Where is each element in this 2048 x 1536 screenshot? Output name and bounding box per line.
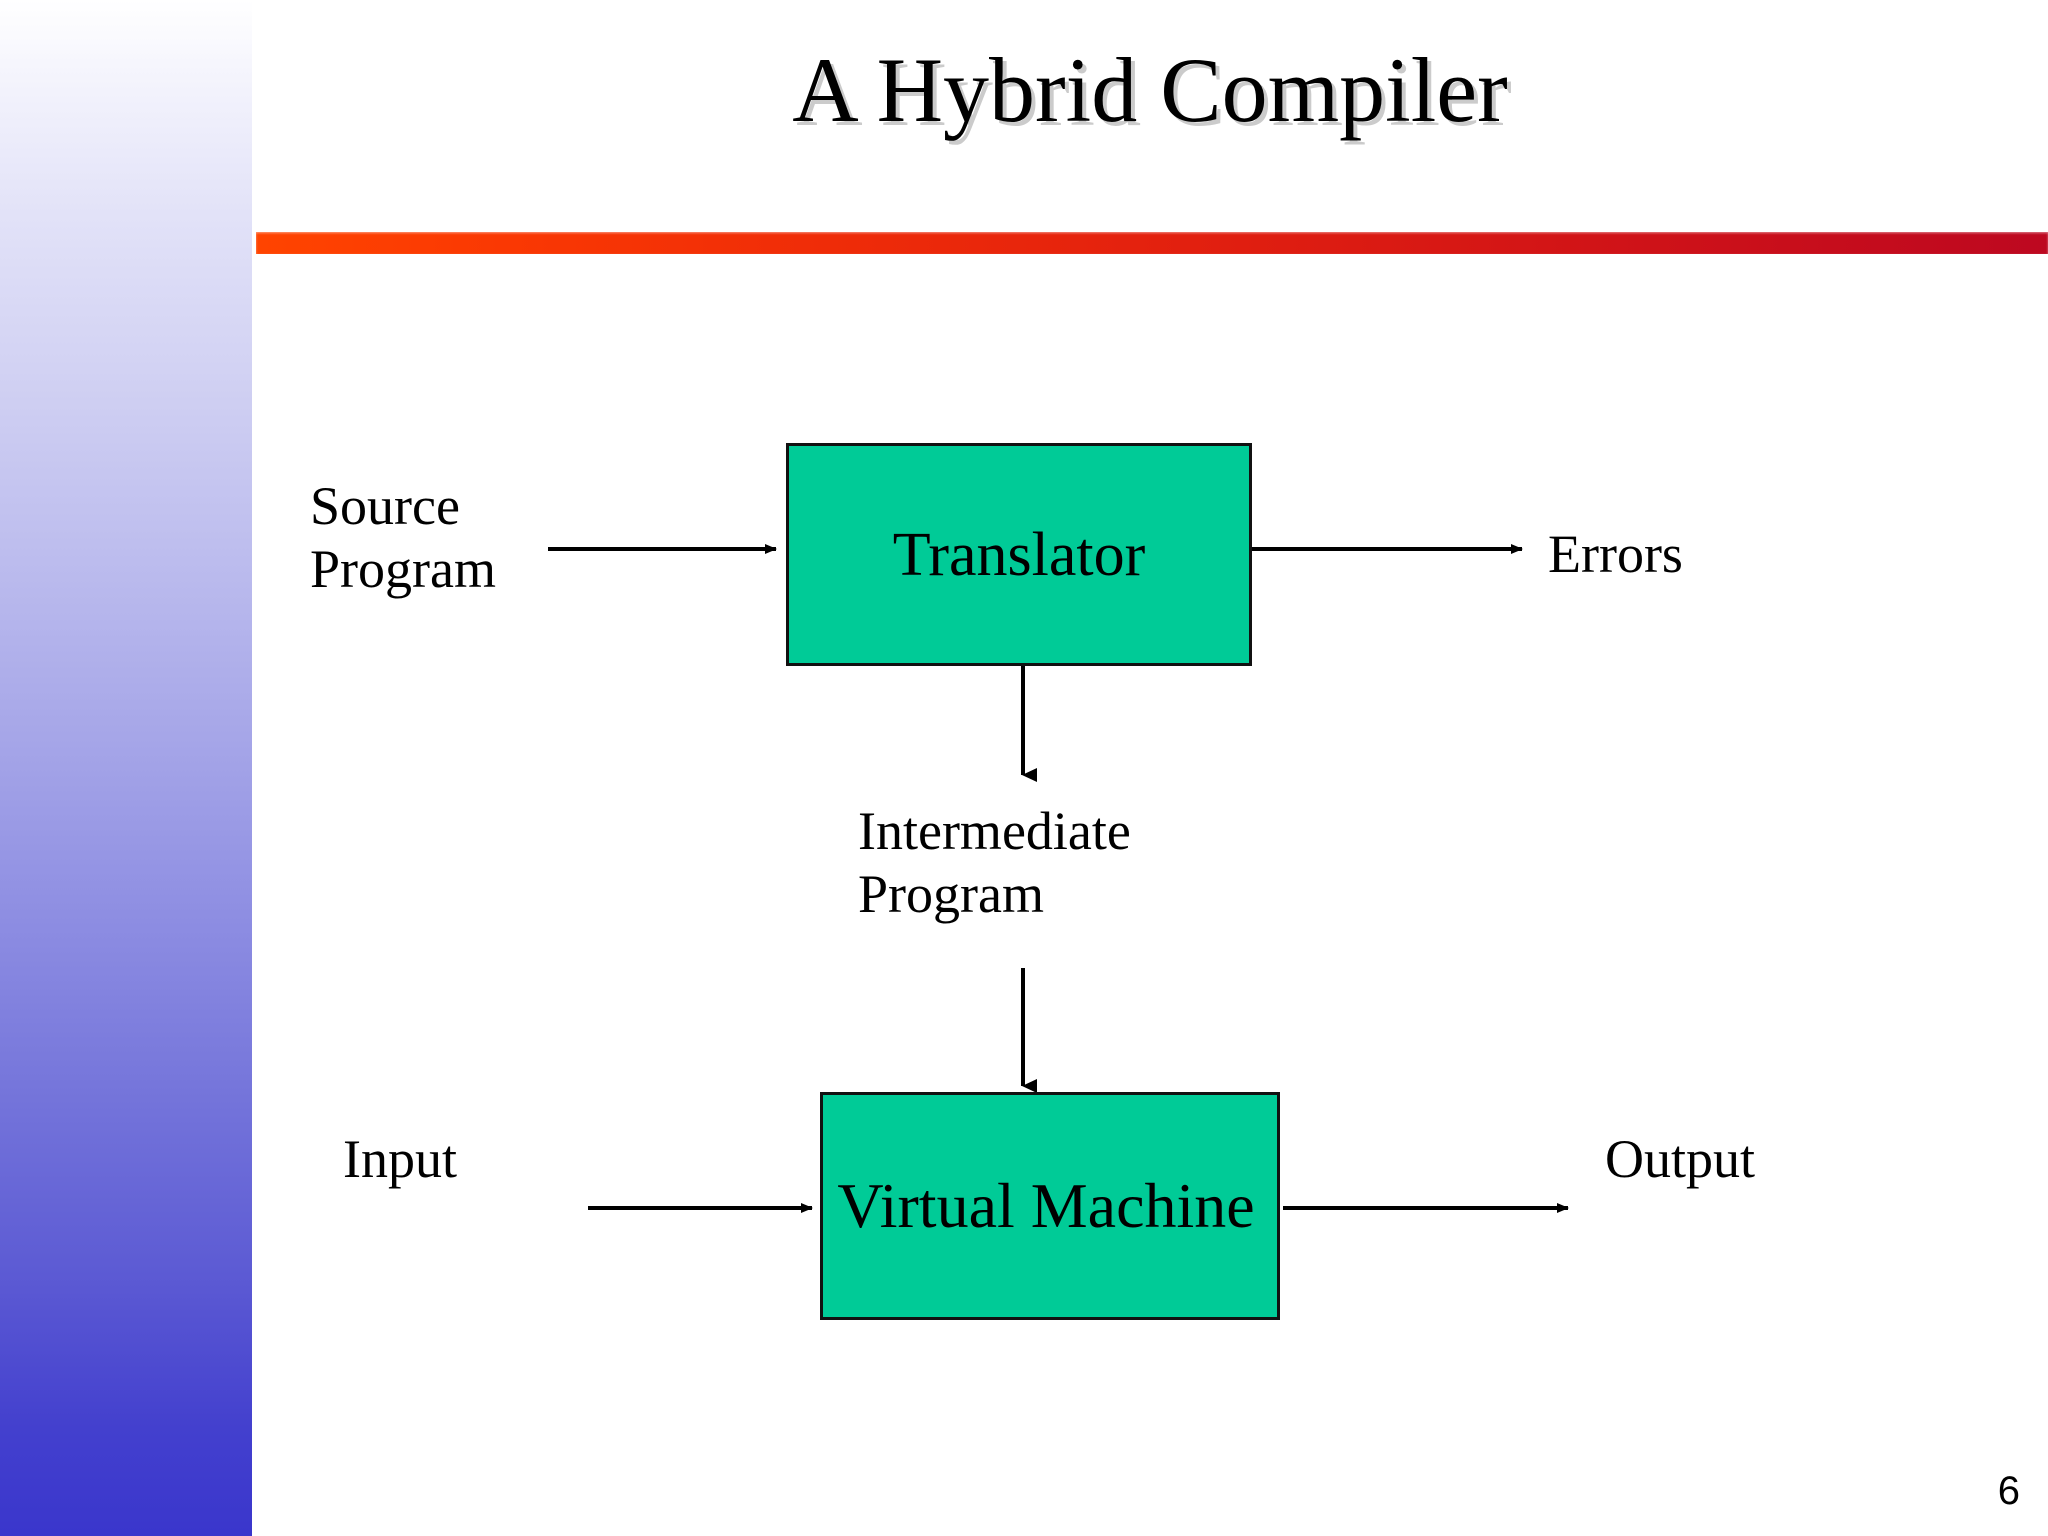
page-title: A Hybrid Compiler (792, 39, 1508, 141)
flowchart-label-output: Output (1605, 1129, 1756, 1189)
sidebar-gradient-band (0, 0, 252, 1536)
flowchart-box-translator: Translator (786, 443, 1252, 666)
flowchart-label-errors: Errors (1548, 524, 1683, 584)
flowchart-box-translator-label: Translator (892, 520, 1146, 589)
title-divider-rule (256, 232, 2048, 254)
flowchart-label-intermediate-program: Intermediate Program (858, 801, 1131, 924)
flowchart-label-source-program: Source Program (310, 476, 496, 599)
flowchart-box-virtual-machine-label: Virtual Machine (837, 1170, 1255, 1241)
slide-page-number: 6 (1997, 1469, 2020, 1513)
flowchart-box-virtual-machine: Virtual Machine (820, 1092, 1280, 1320)
flowchart-label-input: Input (343, 1129, 457, 1189)
